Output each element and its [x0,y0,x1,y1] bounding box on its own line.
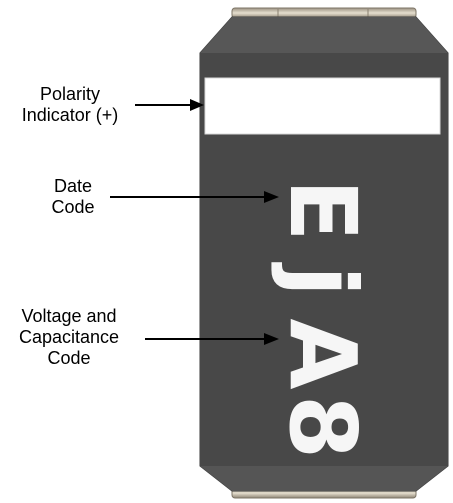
polarity-indicator-label: Polarity Indicator (+) [21,84,119,125]
marking-char-j: j [269,261,376,297]
top-terminal [231,7,417,19]
date-code-label: Date Code [51,176,95,217]
marking-code: E j A 8 [269,179,376,459]
polarity-band [204,77,441,135]
marking-char-a: A [269,318,376,389]
marking-char-8: 8 [269,395,376,459]
marking-char-e: E [269,179,376,242]
voltage-capacitance-label: Voltage and Capacitance Code [18,306,120,368]
capacitor-body [199,16,449,492]
leader-arrows [110,99,279,345]
